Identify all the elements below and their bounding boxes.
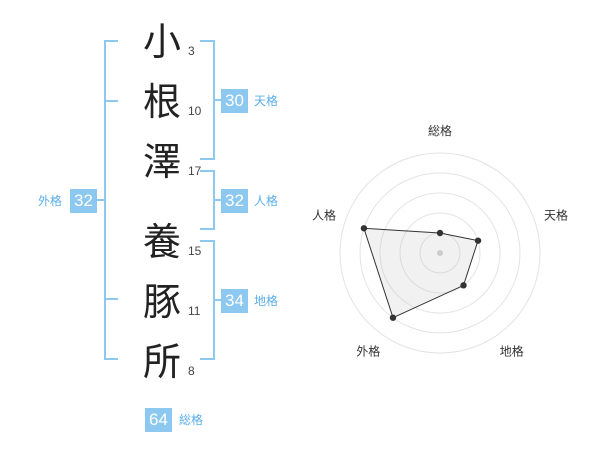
radar-ring bbox=[399, 212, 481, 294]
radar-point bbox=[460, 282, 467, 289]
chikaku-label: 地格 bbox=[254, 294, 279, 308]
jinkaku-badge: 32 bbox=[221, 189, 248, 213]
name-char-2: 根 bbox=[142, 80, 181, 124]
radar-ring bbox=[379, 192, 501, 314]
tenkaku-label: 天格 bbox=[254, 94, 279, 108]
jinkaku-bracket-connector bbox=[213, 199, 221, 201]
name-char-3: 澤 bbox=[142, 140, 181, 184]
name-char-5: 豚 bbox=[142, 280, 181, 324]
stroke-count-1: 3 bbox=[188, 44, 195, 58]
stroke-count-4: 15 bbox=[188, 244, 202, 258]
radar-axis-label: 地格 bbox=[500, 344, 524, 359]
radar-point bbox=[474, 237, 482, 244]
gaikaku-bracket-tick bbox=[104, 100, 118, 102]
radar-axis-label: 天格 bbox=[544, 207, 568, 222]
radar-axis-label: 人格 bbox=[312, 207, 336, 222]
radar-point bbox=[360, 225, 368, 232]
stroke-count-3: 17 bbox=[188, 164, 202, 178]
gaikaku-bracket-connector bbox=[92, 199, 104, 201]
radar-data-polygon bbox=[363, 227, 479, 319]
stroke-count-5: 11 bbox=[188, 304, 201, 318]
stroke-count-6: 8 bbox=[188, 364, 195, 378]
radar-point bbox=[389, 314, 397, 321]
name-char-1: 小 bbox=[142, 20, 181, 64]
tenkaku-bracket-connector bbox=[213, 99, 221, 101]
radar-ring bbox=[339, 152, 541, 354]
gaikaku-bracket-tick bbox=[104, 298, 118, 300]
radar-axis-label: 外格 bbox=[356, 344, 380, 359]
gaikaku-bracket bbox=[104, 40, 118, 360]
soukaku-badge: 64 bbox=[145, 408, 172, 432]
gaikaku-label: 外格 bbox=[38, 194, 63, 208]
radar-ring bbox=[359, 172, 521, 334]
radar-axis-label: 総格 bbox=[428, 123, 452, 138]
gaikaku-badge: 32 bbox=[70, 189, 97, 213]
soukaku-label: 総格 bbox=[179, 413, 204, 427]
chikaku-badge: 34 bbox=[221, 289, 248, 313]
tenkaku-badge: 30 bbox=[221, 89, 248, 113]
name-char-4: 養 bbox=[142, 220, 181, 264]
radar-point bbox=[436, 229, 444, 237]
chikaku-bracket-connector bbox=[213, 299, 221, 301]
stroke-count-2: 10 bbox=[188, 104, 202, 118]
jinkaku-label: 人格 bbox=[254, 194, 279, 208]
radar-center-dot bbox=[437, 250, 443, 256]
name-char-6: 所 bbox=[142, 340, 181, 384]
